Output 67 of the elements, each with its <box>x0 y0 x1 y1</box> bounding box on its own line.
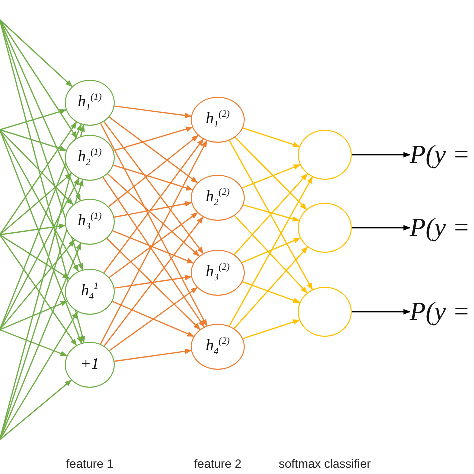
arrow <box>0 380 72 440</box>
layer-label: softmax classifier <box>278 457 372 471</box>
arrow <box>0 130 80 272</box>
arrow <box>352 152 411 158</box>
arrow <box>112 301 195 338</box>
probability-label: P(y = <box>410 139 472 171</box>
arrow <box>104 138 204 274</box>
arrow <box>0 109 67 131</box>
arrow <box>114 126 194 152</box>
arrow <box>0 240 76 330</box>
arrow <box>0 312 78 440</box>
layer-label: feature 1 <box>66 457 114 471</box>
arrow <box>0 122 78 236</box>
arrow <box>0 20 84 271</box>
arrow <box>0 242 82 440</box>
layer-label: feature 2 <box>194 457 242 471</box>
neuron-circle: +1 <box>65 342 115 388</box>
neuron-circle <box>298 287 352 337</box>
arrow <box>0 130 74 206</box>
arrow <box>229 176 314 326</box>
arrow <box>104 216 204 347</box>
arrow <box>100 123 208 327</box>
arrow <box>108 174 200 257</box>
arrow <box>108 135 199 208</box>
arrow <box>104 122 204 254</box>
arrow <box>0 179 84 440</box>
arrow <box>242 281 301 304</box>
arrow <box>0 301 68 331</box>
arrow <box>352 225 411 231</box>
neuron-circle <box>298 130 352 180</box>
arrow <box>114 164 194 191</box>
arrow <box>114 348 192 362</box>
arrow <box>0 20 86 344</box>
arrow <box>0 20 82 202</box>
arrow <box>352 309 411 315</box>
arrow <box>234 246 308 330</box>
arrow <box>229 140 314 290</box>
arrow <box>114 275 192 289</box>
arrow <box>234 216 308 294</box>
arrow <box>0 20 78 139</box>
arrow <box>114 106 192 118</box>
arrow <box>109 116 198 184</box>
arrow <box>0 178 80 330</box>
arrow <box>0 129 67 152</box>
probability-label: P(y = <box>410 296 472 328</box>
arrow <box>0 234 70 280</box>
arrow <box>243 204 300 222</box>
arrow <box>112 230 194 264</box>
arrow <box>242 238 302 264</box>
arrow <box>100 140 208 345</box>
arrow <box>243 320 300 340</box>
arrow <box>102 177 205 328</box>
arrow <box>243 128 300 148</box>
neuron-circle <box>298 203 352 253</box>
probability-label: P(y = <box>410 212 472 244</box>
arrow <box>0 224 66 236</box>
arrow <box>234 174 308 256</box>
arrow <box>106 238 201 330</box>
arrow <box>0 329 68 357</box>
arrow <box>242 164 301 189</box>
arrow <box>114 201 192 218</box>
arrow <box>109 287 198 352</box>
arrow <box>234 137 308 210</box>
arrow <box>0 173 72 236</box>
arrow <box>109 212 198 278</box>
arrow <box>0 234 78 346</box>
arrow <box>0 20 73 88</box>
